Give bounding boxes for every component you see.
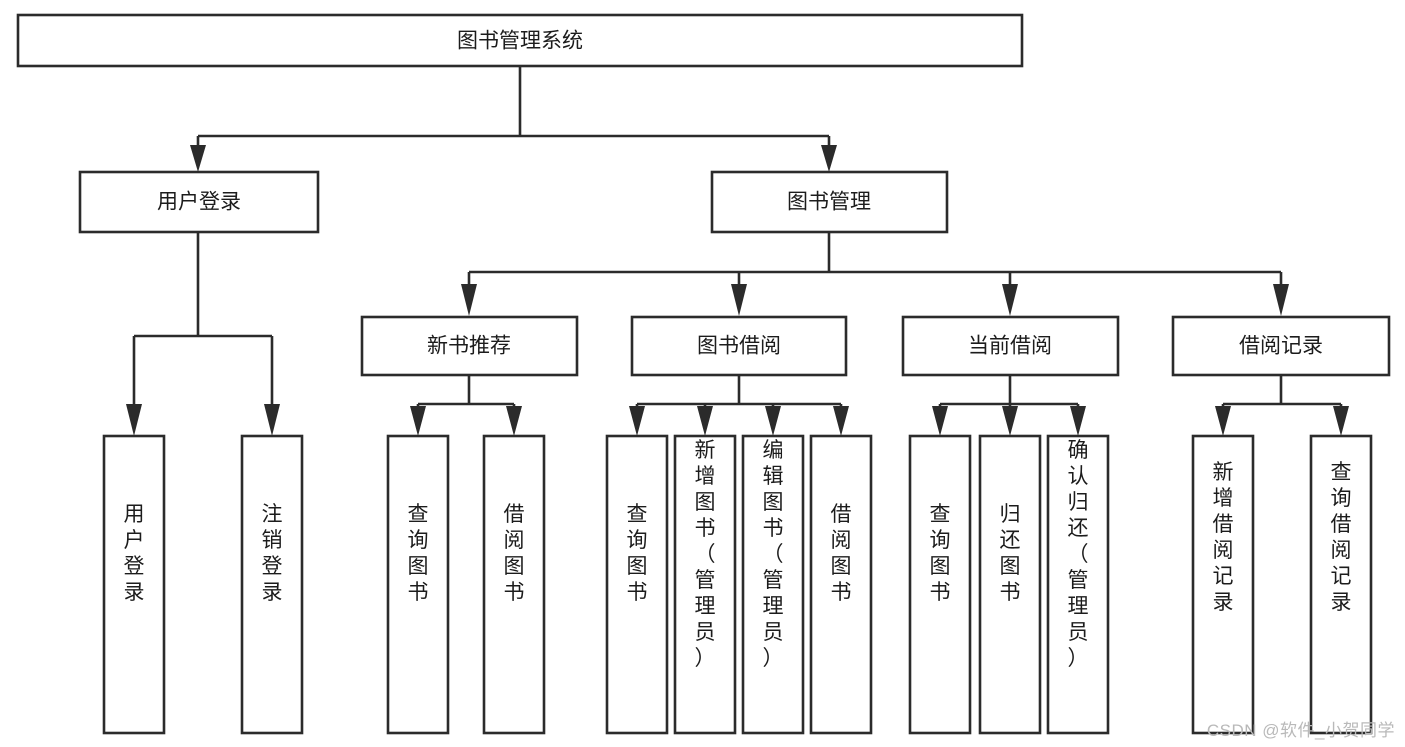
node-bookmgmt[interactable]: 图书管理 — [710, 170, 949, 234]
connector-group-login-leaves — [126, 232, 280, 436]
node-leaf-records-1-box[interactable] — [1191, 434, 1255, 735]
node-leaf-borrow-4-box[interactable] — [809, 434, 873, 735]
node-leaf-borrow-1-box[interactable] — [605, 434, 669, 735]
arrowhead-leaf-current-1 — [932, 406, 948, 436]
node-records-label: 借阅记录 — [1239, 335, 1323, 358]
node-leaf-login-1-box[interactable] — [102, 434, 166, 735]
arrowhead-leaf-login-1 — [126, 404, 142, 436]
node-leaf-newbook-1-box[interactable] — [386, 434, 450, 735]
node-newbook-label: 新书推荐 — [427, 335, 511, 358]
arrowhead-leaf-records-1 — [1215, 406, 1231, 436]
node-leaf-borrow-3-label: 编辑图书（管理员） — [763, 439, 784, 670]
node-login-label: 用户登录 — [157, 191, 241, 214]
node-leaf-login-2-box[interactable] — [240, 434, 304, 735]
node-bookmgmt-label: 图书管理 — [787, 191, 871, 214]
node-borrow-label: 图书借阅 — [697, 335, 781, 358]
arrowhead-borrow — [731, 284, 747, 316]
node-leaf-login-2[interactable]: 注销登录 — [240, 434, 304, 735]
node-current-box[interactable] — [901, 315, 1120, 377]
node-leaf-current-2[interactable]: 归还图书 — [978, 434, 1042, 735]
arrowhead-current — [1002, 284, 1018, 316]
node-leaf-records-2[interactable]: 查询借阅记录 — [1309, 434, 1373, 735]
node-leaf-current-1-label: 查询图书 — [930, 503, 951, 604]
arrowhead-leaf-newbook-2 — [506, 406, 522, 436]
node-borrow-box[interactable] — [630, 315, 848, 377]
node-leaf-login-2-label: 注销登录 — [262, 503, 283, 604]
arrowhead-leaf-borrow-1 — [629, 406, 645, 436]
connector-group-records-leaves — [1215, 376, 1349, 436]
node-leaf-current-3-label: 确认归还（管理员） — [1068, 439, 1089, 670]
connector-group-borrow-leaves — [629, 376, 849, 436]
node-leaf-records-2-label: 查询借阅记录 — [1331, 461, 1352, 614]
node-leaf-borrow-2[interactable]: 新增图书（管理员） — [673, 434, 737, 735]
node-leaf-login-1-label: 用户登录 — [124, 503, 145, 604]
connector-group-root — [190, 66, 837, 172]
node-root[interactable]: 图书管理系统 — [16, 13, 1024, 68]
node-leaf-current-3-box[interactable] — [1046, 434, 1110, 735]
arrowhead-leaf-borrow-4 — [833, 406, 849, 436]
node-leaf-records-1-label: 新增借阅记录 — [1213, 461, 1234, 614]
node-leaf-newbook-1[interactable]: 查询图书 — [386, 434, 450, 735]
node-leaf-current-3[interactable]: 确认归还（管理员） — [1046, 434, 1110, 735]
arrowhead-leaf-borrow-3 — [765, 406, 781, 436]
node-leaf-newbook-1-label: 查询图书 — [408, 503, 429, 604]
arrowhead-records — [1273, 284, 1289, 316]
arrowhead-login — [190, 145, 206, 172]
arrowhead-leaf-records-2 — [1333, 406, 1349, 436]
node-leaf-borrow-3[interactable]: 编辑图书（管理员） — [741, 434, 805, 735]
node-current-label: 当前借阅 — [968, 335, 1052, 358]
arrowhead-leaf-login-2 — [264, 404, 280, 436]
arrowhead-bookmgmt — [821, 145, 837, 172]
node-leaf-borrow-1[interactable]: 查询图书 — [605, 434, 669, 735]
node-leaf-records-2-box[interactable] — [1309, 434, 1373, 735]
node-leaf-borrow-1-label: 查询图书 — [627, 503, 648, 604]
node-bookmgmt-box[interactable] — [710, 170, 949, 234]
node-leaf-newbook-2-box[interactable] — [482, 434, 546, 735]
arrowhead-newbook — [461, 284, 477, 316]
node-leaf-borrow-4-label: 借阅图书 — [831, 503, 852, 604]
node-leaf-borrow-3-box[interactable] — [741, 434, 805, 735]
node-current[interactable]: 当前借阅 — [901, 315, 1120, 377]
node-leaf-current-2-label: 归还图书 — [1000, 503, 1021, 604]
node-leaf-login-1[interactable]: 用户登录 — [102, 434, 166, 735]
node-records[interactable]: 借阅记录 — [1171, 315, 1391, 377]
connector-group-bookmgmt — [461, 232, 1289, 316]
arrowhead-leaf-current-3 — [1070, 406, 1086, 436]
node-root-box[interactable] — [16, 13, 1024, 68]
node-leaf-newbook-2-label: 借阅图书 — [504, 503, 525, 604]
node-borrow[interactable]: 图书借阅 — [630, 315, 848, 377]
node-leaf-current-1-box[interactable] — [908, 434, 972, 735]
node-login-box[interactable] — [78, 170, 320, 234]
node-leaf-records-1[interactable]: 新增借阅记录 — [1191, 434, 1255, 735]
node-newbook[interactable]: 新书推荐 — [360, 315, 579, 377]
arrowhead-leaf-newbook-1 — [410, 406, 426, 436]
node-leaf-borrow-2-label: 新增图书（管理员） — [695, 439, 716, 670]
connector-group-current-leaves — [932, 376, 1086, 436]
node-leaf-current-1[interactable]: 查询图书 — [908, 434, 972, 735]
node-records-box[interactable] — [1171, 315, 1391, 377]
node-leaf-newbook-2[interactable]: 借阅图书 — [482, 434, 546, 735]
node-login[interactable]: 用户登录 — [78, 170, 320, 234]
connector-group-newbook-leaves — [410, 376, 522, 436]
node-leaf-borrow-2-box[interactable] — [673, 434, 737, 735]
arrowhead-leaf-current-2 — [1002, 406, 1018, 436]
node-newbook-box[interactable] — [360, 315, 579, 377]
node-leaf-current-2-box[interactable] — [978, 434, 1042, 735]
node-leaf-borrow-4[interactable]: 借阅图书 — [809, 434, 873, 735]
arrowhead-leaf-borrow-2 — [697, 406, 713, 436]
node-root-label: 图书管理系统 — [457, 30, 583, 53]
